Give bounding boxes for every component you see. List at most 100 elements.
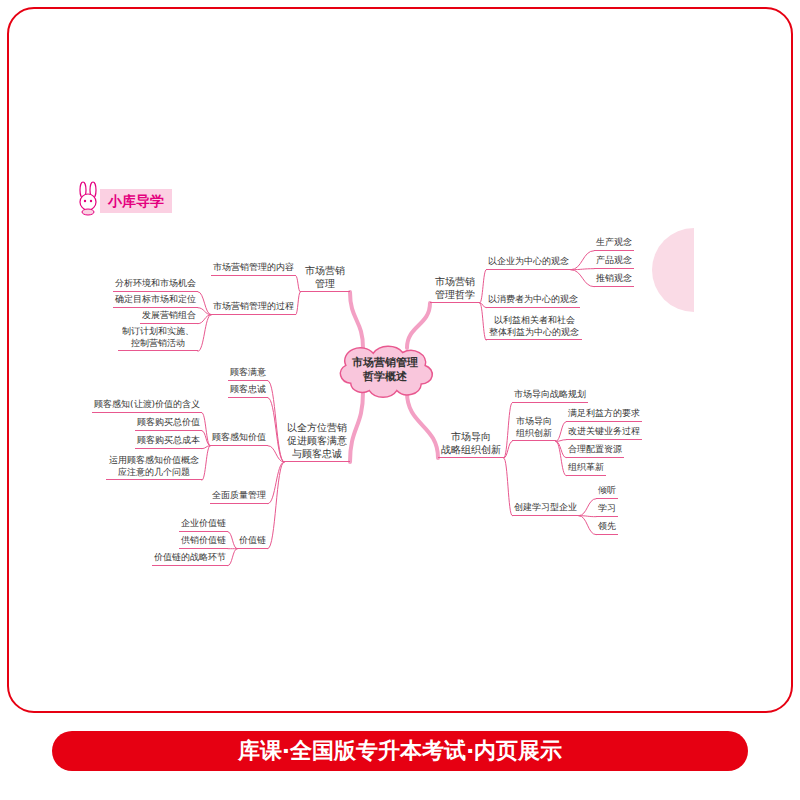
bunny-icon bbox=[80, 182, 96, 215]
branch-line bbox=[202, 446, 210, 481]
branch-line bbox=[571, 251, 594, 270]
footer-banner: 库课·全国版专升本考试·内页展示 bbox=[52, 731, 748, 771]
node-text: 市场营销管理的内容 bbox=[213, 262, 294, 274]
node-text: 合理配置资源 bbox=[568, 444, 622, 456]
node-text: 顾客感知(让渡)价值的含义 bbox=[94, 399, 200, 411]
topic-label: 学习 bbox=[596, 502, 618, 517]
node-text: 供销价值链 bbox=[181, 535, 226, 547]
topic-label: 推销观念 bbox=[594, 272, 634, 287]
main-branch: 市场营销 管理哲学 bbox=[430, 274, 480, 303]
topic-label: 顾客购买总成本 bbox=[135, 434, 202, 449]
node-text: 组织革新 bbox=[568, 462, 604, 474]
topic-label: 市场营销管理的过程 bbox=[211, 300, 296, 315]
main-branch: 市场营销 管理 bbox=[300, 263, 350, 292]
branch-line bbox=[202, 431, 210, 446]
topic-label: 改进关键业务过程 bbox=[566, 425, 642, 440]
node-text: 以企业为中心的观念 bbox=[488, 256, 569, 268]
main-branch-line bbox=[350, 292, 363, 348]
node-text: 市场导向 战略组织创新 bbox=[440, 430, 502, 456]
branch-line bbox=[579, 499, 596, 516]
node-text: 顾客满意 bbox=[230, 367, 266, 379]
node-text: 分析环境和市场机会 bbox=[115, 278, 196, 290]
section-badge: 小库导学 bbox=[100, 189, 172, 213]
main-branch-line bbox=[350, 393, 363, 462]
node-text: 产品观念 bbox=[596, 255, 632, 267]
branch-line bbox=[228, 549, 237, 566]
node-text: 确定目标市场和定位 bbox=[115, 294, 196, 306]
branch-line bbox=[268, 462, 284, 504]
branch-line bbox=[571, 270, 594, 287]
node-text: 满足利益方的要求 bbox=[568, 408, 640, 420]
branch-line bbox=[198, 292, 211, 315]
branch-line bbox=[268, 381, 284, 462]
main-branch-line bbox=[407, 303, 430, 348]
topic-label: 发展营销组合 bbox=[140, 309, 198, 324]
topic-label: 以利益相关者和社会 整体利益为中心的观念 bbox=[486, 314, 582, 340]
topic-label: 市场营销管理的内容 bbox=[211, 261, 296, 276]
node-text: 顾客购买总成本 bbox=[137, 435, 200, 447]
node-text: 市场营销 管理 bbox=[302, 264, 348, 290]
branch-line bbox=[556, 422, 566, 442]
main-branch-line bbox=[407, 393, 438, 458]
topic-label: 价值链的战略环节 bbox=[152, 551, 228, 566]
topic-label: 价值链 bbox=[237, 534, 268, 549]
branch-line bbox=[202, 413, 210, 446]
branch-line bbox=[268, 446, 284, 462]
node-text: 企业价值链 bbox=[181, 518, 226, 530]
branch-line bbox=[198, 315, 211, 352]
topic-label: 产品观念 bbox=[594, 254, 634, 269]
node-text: 顾客购买总价值 bbox=[137, 417, 200, 429]
topic-label: 以消费者为中心的观念 bbox=[486, 293, 580, 308]
branch-line bbox=[504, 403, 512, 458]
node-text: 全面质量管理 bbox=[212, 490, 266, 502]
topic-label: 市场导向战略规划 bbox=[512, 388, 588, 403]
topic-label: 倾听 bbox=[596, 484, 618, 499]
node-text: 库课·全国版专升本考试·内页展示 bbox=[238, 737, 563, 766]
node-text: 推销观念 bbox=[596, 273, 632, 285]
cloud-outline bbox=[340, 346, 432, 397]
branch-line bbox=[296, 292, 300, 315]
node-text: 市场营销管理 哲学概述 bbox=[350, 356, 420, 385]
branch-line bbox=[268, 398, 284, 462]
node-text: 市场导向 组织创新 bbox=[514, 416, 554, 439]
central-topic: 市场营销管理 哲学概述 bbox=[336, 346, 434, 395]
topic-label: 满足利益方的要求 bbox=[566, 407, 642, 422]
node-text: 生产观念 bbox=[596, 237, 632, 249]
node-text: 倾听 bbox=[598, 485, 616, 497]
topic-label: 以企业为中心的观念 bbox=[486, 255, 571, 270]
topic-label: 合理配置资源 bbox=[566, 443, 624, 458]
node-text: 发展营销组合 bbox=[142, 310, 196, 322]
node-text: 顾客忠诚 bbox=[230, 384, 266, 396]
branch-line bbox=[579, 516, 596, 535]
branch-line bbox=[556, 440, 566, 442]
topic-label: 顾客购买总价值 bbox=[135, 416, 202, 431]
topic-label: 运用顾客感知价值概念 应注意的几个问题 bbox=[106, 454, 202, 480]
branch-line bbox=[571, 269, 594, 270]
main-branch: 市场导向 战略组织创新 bbox=[438, 429, 504, 458]
page-frame bbox=[8, 8, 792, 712]
node-text: 运用顾客感知价值概念 应注意的几个问题 bbox=[108, 455, 200, 478]
node-text: 市场导向战略规划 bbox=[514, 389, 586, 401]
topic-label: 领先 bbox=[596, 520, 618, 535]
topic-label: 确定目标市场和定位 bbox=[113, 293, 198, 308]
node-text: 学习 bbox=[598, 503, 616, 515]
branch-line bbox=[556, 441, 566, 475]
topic-label: 顾客忠诚 bbox=[228, 383, 268, 398]
topic-label: 顾客感知(让渡)价值的含义 bbox=[92, 398, 202, 413]
node-text: 小库导学 bbox=[108, 192, 164, 210]
main-branch: 以全方位营销 促进顾客满意 与顾客忠诚 bbox=[284, 420, 350, 462]
topic-label: 创建学习型企业 bbox=[512, 501, 579, 516]
node-text: 以消费者为中心的观念 bbox=[488, 294, 578, 306]
node-text: 创建学习型企业 bbox=[514, 502, 577, 514]
topic-label: 顾客感知价值 bbox=[210, 431, 268, 446]
branch-line bbox=[504, 458, 512, 516]
node-text: 顾客感知价值 bbox=[212, 432, 266, 444]
topic-label: 企业价值链 bbox=[179, 517, 228, 532]
topic-label: 全面质量管理 bbox=[210, 489, 268, 504]
topic-label: 供销价值链 bbox=[179, 534, 228, 549]
node-text: 以利益相关者和社会 整体利益为中心的观念 bbox=[488, 315, 580, 338]
topic-label: 生产观念 bbox=[594, 236, 634, 251]
corner-tab bbox=[652, 228, 694, 312]
topic-label: 市场导向 组织创新 bbox=[512, 415, 556, 441]
